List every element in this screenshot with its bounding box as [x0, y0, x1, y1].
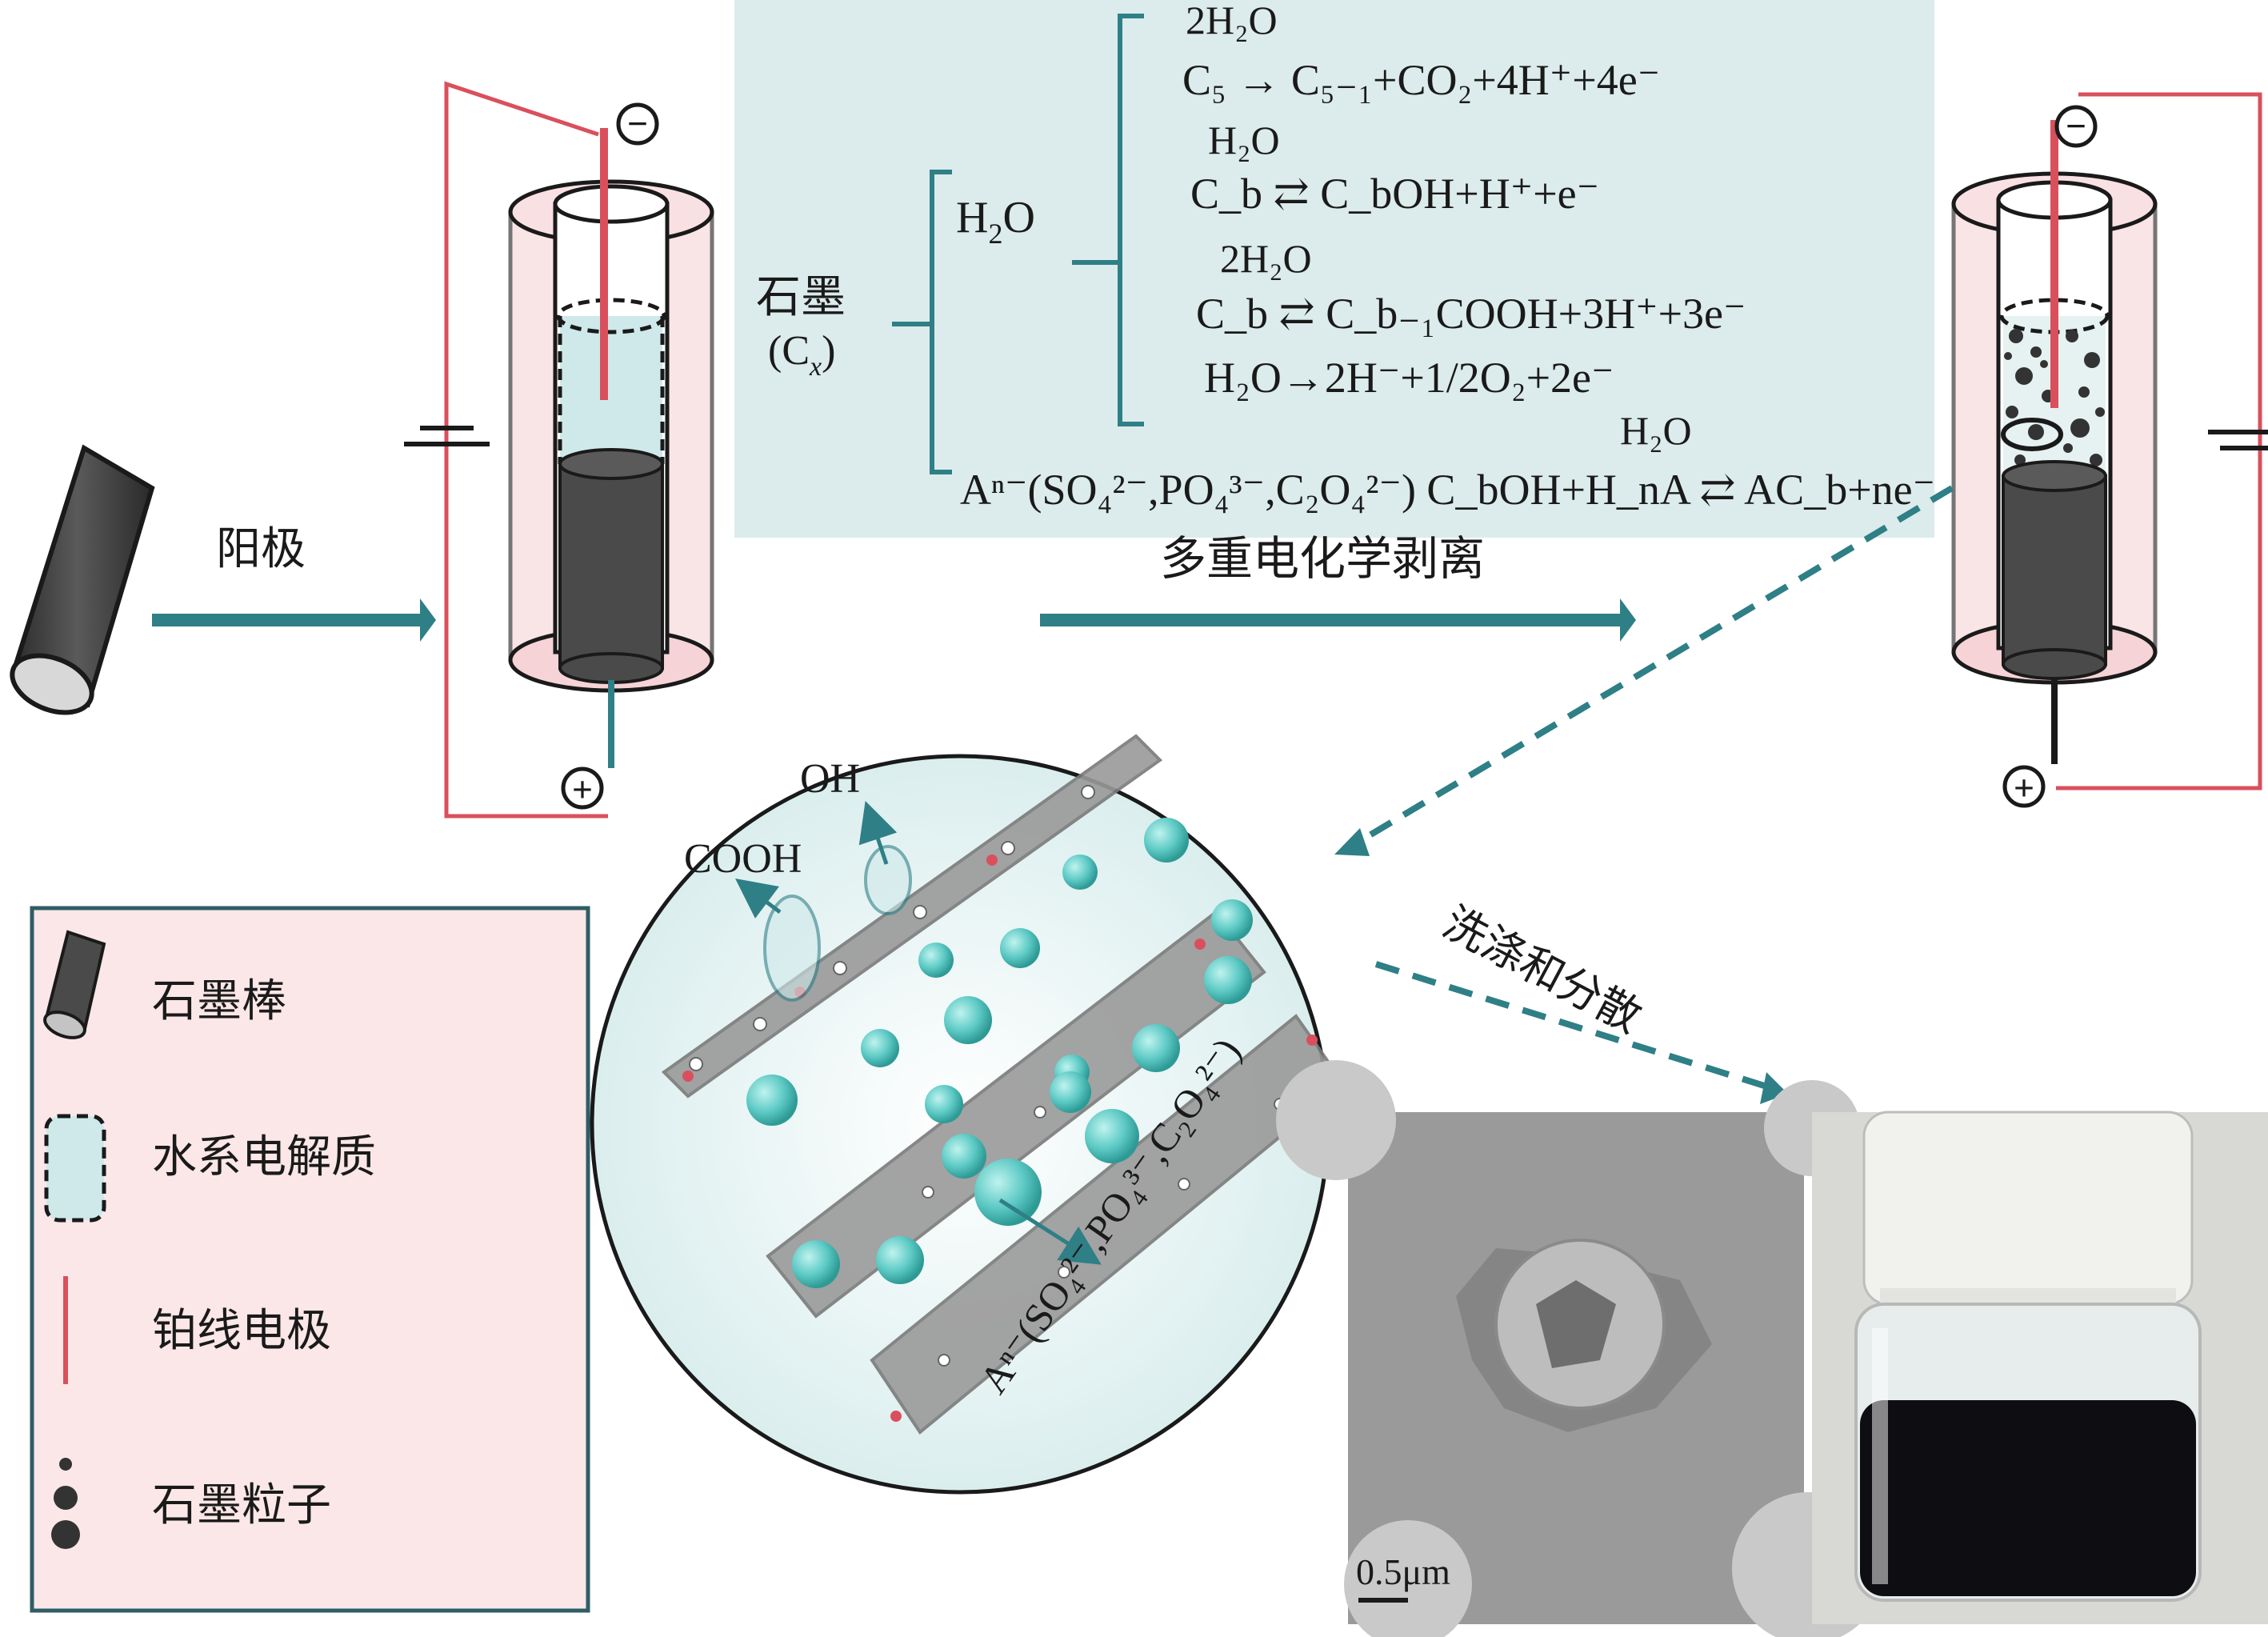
right-plus-terminal: [2002, 765, 2046, 808]
oh-label: OH: [800, 756, 860, 802]
wash-dashed-arrow: [1374, 961, 1774, 1091]
graphene-sheets: [661, 734, 1346, 1435]
svg-text:C_b ⇄ C_bOH+H⁺+e⁻: C_b ⇄ C_bOH+H⁺+e⁻: [1190, 170, 1599, 218]
oh-group-ring: [864, 845, 912, 915]
wash-label: 洗涤和分散: [1435, 897, 1650, 1043]
equation-group: 石墨 (Cx) H2O 2H₂O C₅ → C₅₋₁+CO₂+4H⁺+4e⁻ H…: [756, 0, 1935, 514]
vial-dispersion: [1860, 1400, 2196, 1596]
svg-text:石墨粒子: 石墨粒子: [152, 1479, 331, 1531]
svg-text:水系电解质: 水系电解质: [152, 1131, 376, 1183]
left-minus-terminal: [616, 102, 659, 146]
exfoliation-arrowhead: [1620, 598, 1636, 642]
zoom-dashed-arrow: [1346, 485, 1954, 851]
anode-label: 阳极: [216, 523, 306, 575]
legend: 石墨棒 水系电解质 铂线电极 石墨粒子: [30, 906, 590, 1613]
svg-text:+: +: [572, 769, 593, 810]
svg-text:H₂O→2H⁻+1/2O₂+2e⁻: H₂O→2H⁻+1/2O₂+2e⁻: [1204, 354, 1614, 402]
svg-text:Aⁿ⁻(SO₄²⁻,PO₄³⁻,C₂O₄²⁻) C_bOH+: Aⁿ⁻(SO₄²⁻,PO₄³⁻,C₂O₄²⁻) C_bOH+H_nA ⇄ AC_…: [960, 466, 1935, 514]
left-circuit-wire: [444, 81, 608, 818]
left-cell: − +: [404, 81, 714, 818]
right-cell: − +: [1951, 92, 2268, 808]
graphite-rod: [10, 444, 155, 715]
anions: [746, 818, 1253, 1288]
bracket-inner: [1118, 14, 1144, 426]
zoom-arrowhead: [1334, 828, 1370, 856]
graphite-label: 石墨: [756, 271, 846, 323]
cooh-label: COOH: [684, 836, 802, 882]
svg-text:+: +: [2014, 767, 2034, 808]
anode-arrowhead: [420, 598, 436, 642]
svg-text:−: −: [627, 103, 648, 144]
svg-text:C₅ → C₅₋₁+CO₂+4H⁺+4e⁻: C₅ → C₅₋₁+CO₂+4H⁺+4e⁻: [1182, 56, 1660, 104]
scale-label: 0.5μm: [1356, 1551, 1450, 1592]
bracket-outer: [930, 170, 952, 474]
electrolyte-icon: [44, 1114, 106, 1223]
tem-image: 0.5μm: [1276, 1060, 1884, 1637]
svg-text:2H₂O: 2H₂O: [1186, 0, 1278, 42]
zoom-circle: OH COOH Aⁿ⁻(SO₄²⁻,PO₄³⁻,C₂O₄²⁻): [590, 734, 1346, 1495]
h2o-label: H2O: [956, 193, 1035, 250]
zoom-marker: [2001, 418, 2063, 451]
svg-text:H₂O: H₂O: [1620, 408, 1692, 453]
vial-cap: [1862, 1111, 2194, 1306]
right-minus-terminal: [2054, 105, 2098, 148]
svg-text:2H₂O: 2H₂O: [1220, 236, 1312, 281]
right-circuit-wire: [2056, 92, 2262, 790]
svg-text:石墨棒: 石墨棒: [152, 975, 286, 1027]
svg-text:C_b ⇄ C_b₋₁COOH+3H⁺+3e⁻: C_b ⇄ C_b₋₁COOH+3H⁺+3e⁻: [1196, 290, 1746, 338]
cooh-group-ring: [763, 895, 821, 1002]
svg-text:H₂O: H₂O: [1208, 118, 1280, 162]
vial-photo: [1812, 1111, 2268, 1624]
svg-text:(Cx): (Cx): [768, 328, 835, 382]
exfoliation-label: 多重电化学剥离: [1160, 531, 1485, 586]
svg-text:−: −: [2066, 106, 2086, 146]
graphite-particle-icon: [59, 1458, 72, 1471]
svg-text:铂线电极: 铂线电极: [152, 1305, 331, 1357]
left-plus-terminal: [561, 766, 604, 810]
